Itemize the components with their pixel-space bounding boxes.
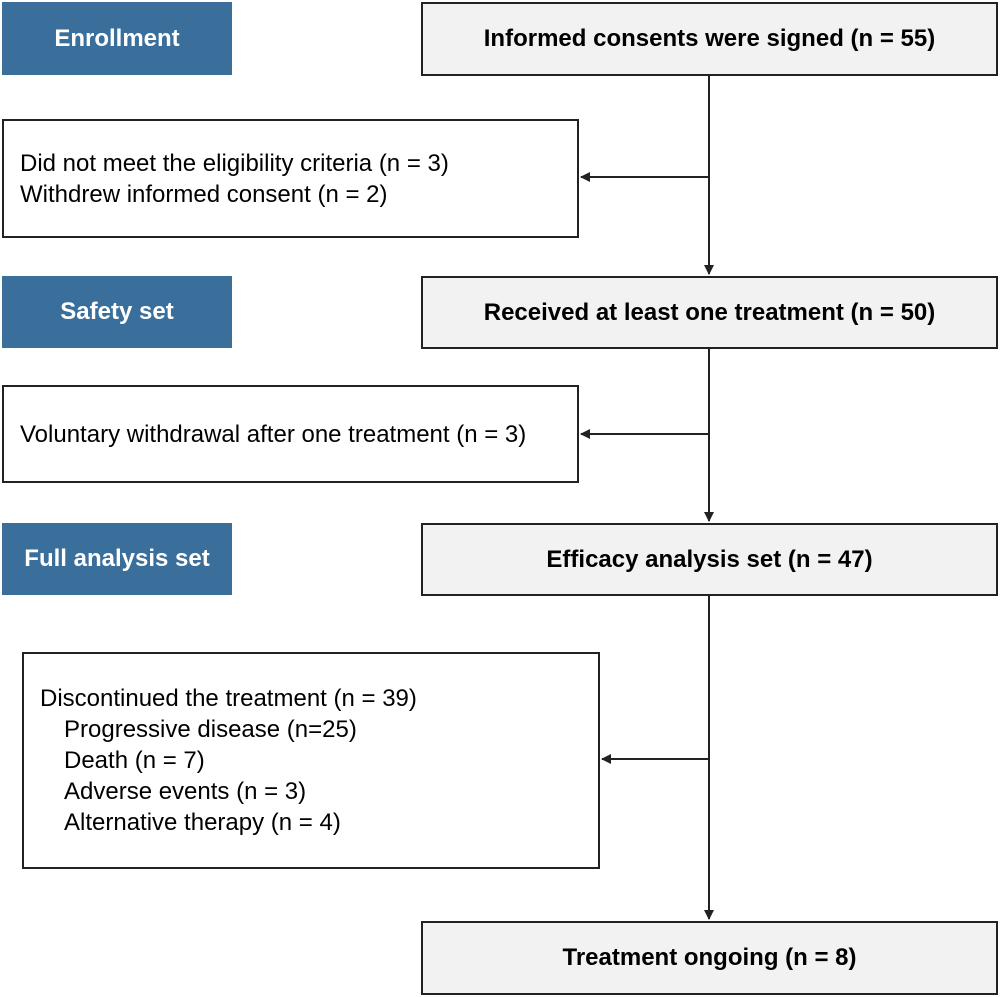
discontinued-reason: Alternative therapy (n = 4) (64, 809, 341, 836)
discontinued-reason: Adverse events (n = 3) (64, 778, 307, 805)
stage-label-full-analysis-set: Full analysis set (2, 523, 232, 595)
box-voluntary-withdrawal: Voluntary withdrawal after one treatment… (2, 385, 579, 483)
box-informed-consents: Informed consents were signed (n = 55) (421, 2, 998, 76)
box-discontinued-treatment: Discontinued the treatment (n = 39) Prog… (22, 652, 600, 869)
discontinued-reason: Progressive disease (n=25) (64, 716, 357, 743)
stage-label-safety-set: Safety set (2, 276, 232, 348)
box-exclusion-before-treatment: Did not meet the eligibility criteria (n… (2, 119, 579, 238)
discontinued-reason: Death (n = 7) (64, 747, 205, 774)
box-efficacy-analysis-set: Efficacy analysis set (n = 47) (421, 523, 998, 596)
discontinued-header: Discontinued the treatment (n = 39) (40, 685, 417, 712)
exclusion-line: Did not meet the eligibility criteria (n… (20, 149, 449, 177)
box-treatment-ongoing: Treatment ongoing (n = 8) (421, 921, 998, 995)
exclusion-line: Withdrew informed consent (n = 2) (20, 180, 388, 208)
exclusion-line: Voluntary withdrawal after one treatment… (20, 420, 527, 448)
box-received-treatment: Received at least one treatment (n = 50) (421, 276, 998, 349)
stage-label-enrollment: Enrollment (2, 2, 232, 75)
